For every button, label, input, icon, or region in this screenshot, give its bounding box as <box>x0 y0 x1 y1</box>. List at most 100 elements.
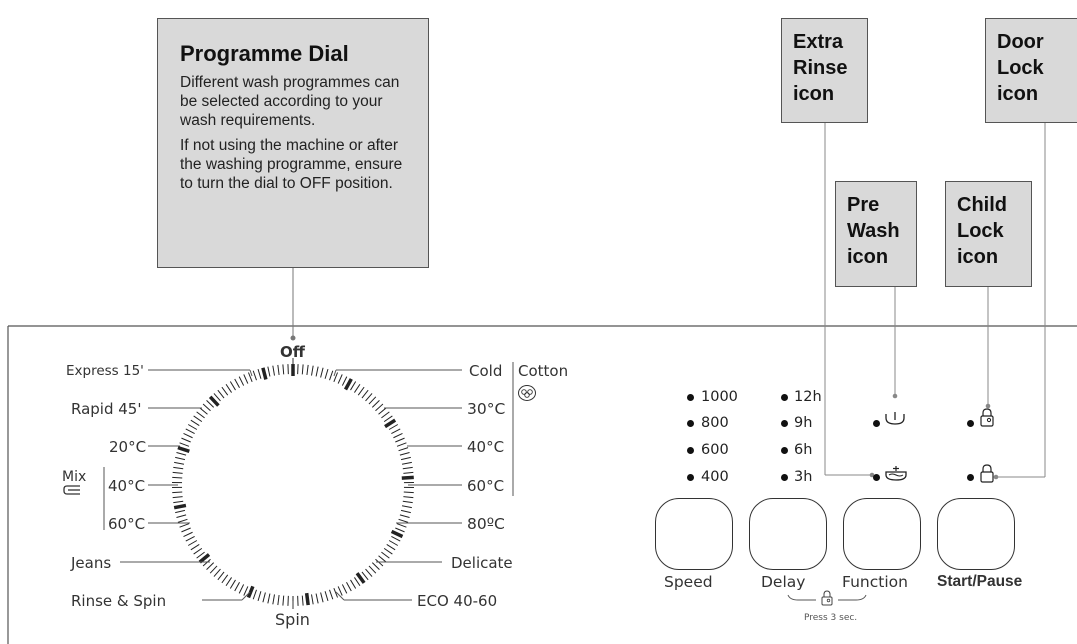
dial-tick <box>311 594 314 605</box>
dial-tick <box>172 476 183 479</box>
child-lock-indicator-dot <box>967 420 974 427</box>
dial-tick <box>179 442 190 447</box>
dial-tick <box>277 364 280 375</box>
programme-dial-desc-2: If not using the machine or after the wa… <box>180 137 403 192</box>
dial-tick <box>329 589 334 600</box>
speed-button-label: Speed <box>664 573 713 591</box>
dial-tick <box>333 588 339 598</box>
dial-tick <box>311 365 314 376</box>
leader-dot-programme <box>290 335 296 341</box>
function-button-label: Function <box>842 573 908 591</box>
cotton-flower-icon <box>518 385 536 401</box>
dial-tick <box>181 437 191 443</box>
dial-tick <box>301 364 304 375</box>
dial-tick <box>391 428 401 435</box>
speed-option-1000: 1000 <box>701 389 738 405</box>
dial-tick <box>329 370 334 381</box>
dial-tick <box>368 565 377 574</box>
dial-tick <box>388 540 399 546</box>
dial-tick <box>176 451 187 456</box>
dial-tick <box>257 591 262 601</box>
dial-tick <box>401 461 412 465</box>
dial-tick <box>221 574 229 584</box>
dial-tick <box>393 433 403 439</box>
dial-20c-label: 20°C <box>109 438 147 456</box>
pre-wash-tub-icon <box>885 412 905 425</box>
press-brace-right <box>838 594 867 601</box>
indicator-dot <box>781 447 788 454</box>
dial-tick <box>196 411 205 419</box>
dial-left-leaders <box>103 369 253 601</box>
speed-option-400: 400 <box>701 469 729 485</box>
function-button[interactable] <box>843 498 921 570</box>
dial-tick <box>354 577 361 587</box>
dial-tick <box>320 592 324 603</box>
dial-tick <box>183 433 193 439</box>
dial-rapid-label: Rapid 45' <box>71 400 142 418</box>
dial-delicate-label: Delicate <box>451 554 513 572</box>
dial-tick <box>206 399 215 408</box>
indicator-dot <box>781 474 788 481</box>
dial-60c-label: 60°C <box>467 477 505 495</box>
dial-tick <box>172 491 183 494</box>
delay-button[interactable] <box>749 498 827 570</box>
dial-tick <box>202 403 211 412</box>
door-lock-callout: Door Lock icon <box>985 18 1077 123</box>
dial-cotton-label: Cotton <box>518 362 569 380</box>
dial-tick <box>381 411 390 419</box>
dial-tick <box>267 366 271 377</box>
pre-wash-indicator-dot <box>873 420 880 427</box>
dial-rinse-spin-label: Rinse & Spin <box>71 592 167 610</box>
dial-tick <box>350 381 357 391</box>
dial-tick <box>217 571 225 581</box>
dial-tick <box>388 424 399 430</box>
dial-tick <box>346 582 352 592</box>
speed-button[interactable] <box>655 498 733 570</box>
dial-tick <box>368 396 377 405</box>
indicator-dot <box>687 394 694 401</box>
dial-tick <box>282 364 285 375</box>
dial-tick <box>383 415 393 423</box>
dial-tick <box>400 456 411 461</box>
dial-tick <box>177 445 190 453</box>
dial-tick <box>229 579 236 589</box>
dial-right-leaders <box>333 362 514 601</box>
dial-tick <box>209 565 218 574</box>
dial-tick <box>238 376 245 386</box>
delay-option-3h: 3h <box>794 469 813 485</box>
dial-tick <box>315 593 319 604</box>
mix-fabric-icon <box>63 485 80 495</box>
dial-mix-label: Mix <box>62 469 87 485</box>
indicator-dot <box>687 420 694 427</box>
dial-cold-label: Cold <box>469 362 503 380</box>
dial-tick <box>398 518 409 523</box>
dial-tick <box>208 395 220 407</box>
dial-tick <box>185 535 195 542</box>
dial-tick <box>187 424 198 430</box>
delay-option-6h: 6h <box>794 442 813 458</box>
dial-eco-label: ECO 40-60 <box>417 592 498 610</box>
dial-tick <box>247 372 253 382</box>
dial-tick <box>213 568 221 577</box>
dial-tick <box>401 505 412 509</box>
dial-tick <box>177 518 188 523</box>
dial-tick <box>365 393 373 402</box>
start-pause-button[interactable] <box>937 498 1015 570</box>
dial-tick <box>252 589 257 600</box>
extra-rinse-callout: Extra Rinse icon <box>781 18 868 123</box>
dial-tick <box>306 364 309 375</box>
dial-spin-label: Spin <box>275 610 310 629</box>
dial-tick <box>381 551 390 559</box>
dial-tick <box>390 529 404 539</box>
pre-wash-title: Pre Wash icon <box>847 194 900 268</box>
programme-dial-title: Programme Dial <box>180 41 349 66</box>
dial-tick <box>400 509 411 514</box>
indicator-dot <box>781 420 788 427</box>
dial-tick <box>320 367 324 378</box>
dial-tick <box>225 577 232 587</box>
dial-tick <box>386 544 396 551</box>
dial-tick <box>252 370 257 381</box>
dial-tick <box>315 366 319 377</box>
dial-tick <box>324 369 329 379</box>
